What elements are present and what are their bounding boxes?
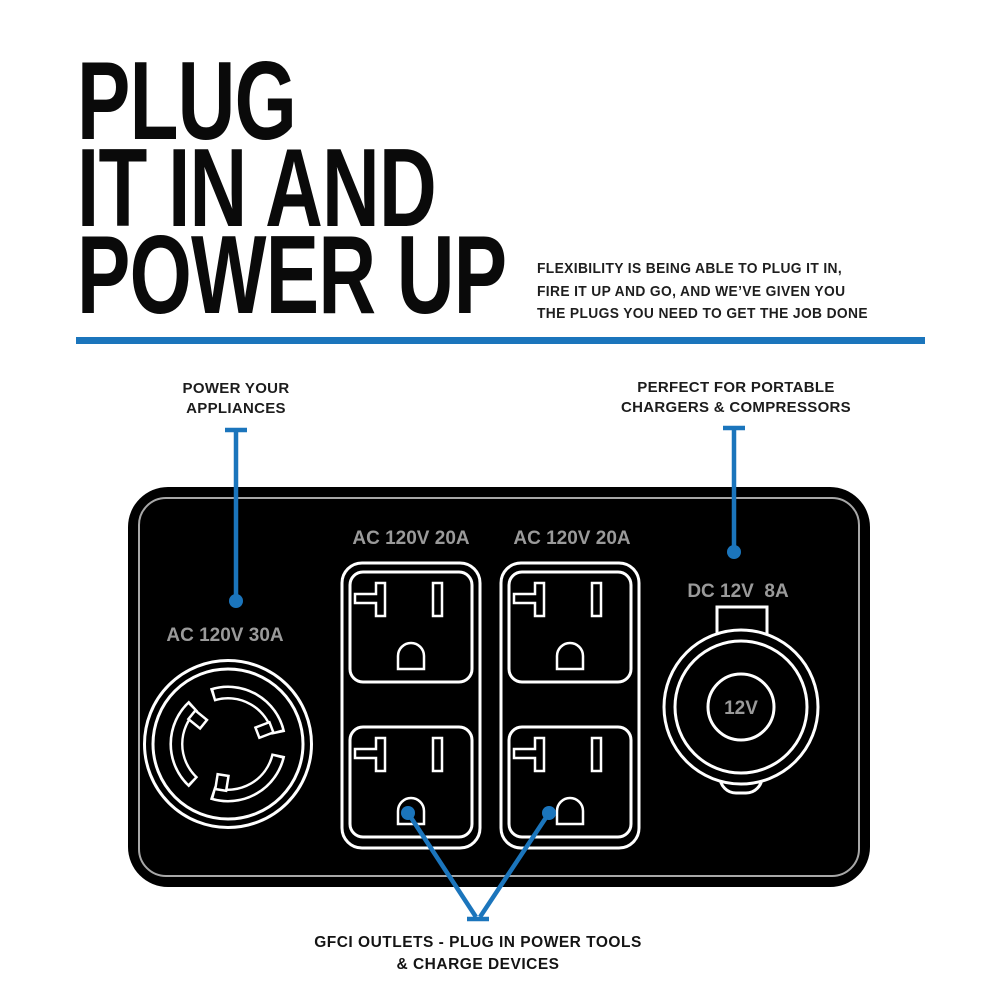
panel-artwork: 12V <box>143 561 820 850</box>
gfci-socket-right-top <box>507 570 633 684</box>
title-line-2: IT IN AND <box>77 126 437 250</box>
gfci-line-1: GFCI OUTLETS - PLUG IN POWER TOOLS <box>314 934 642 951</box>
gfci-duplex-right-icon <box>499 561 641 850</box>
intro-paragraph: FLEXIBILITY IS BEING ABLE TO PLUG IT IN,… <box>537 258 868 326</box>
dc-12v-socket-icon: 12V <box>662 605 820 795</box>
twist-lock-outlet-icon <box>143 659 313 829</box>
label-ac-120v-30a: AC 120V 30A <box>166 625 284 646</box>
callout-label-gfci: GFCI OUTLETS - PLUG IN POWER TOOLS & CHA… <box>228 932 728 976</box>
gfci-socket-left-bottom <box>348 725 474 839</box>
label-dc-12v-8a: DC 12V 8A <box>687 581 789 602</box>
title-line-1: PLUG <box>77 39 297 163</box>
label-ac-120v-20a-right: AC 120V 20A <box>513 528 631 549</box>
intro-line-1: FLEXIBILITY IS BEING ABLE TO PLUG IT IN, <box>537 260 843 277</box>
chargers-line-1: PERFECT FOR PORTABLE <box>637 379 835 396</box>
appliances-line-1: POWER YOUR <box>182 380 290 397</box>
dc-socket-center-label: 12V <box>724 698 758 719</box>
outlet-panel: 12V AC 120V 30A AC 120V 20A AC 120V 20A … <box>128 487 870 887</box>
gfci-line-2: & CHARGE DEVICES <box>396 956 560 973</box>
callout-label-appliances: POWER YOUR APPLIANCES <box>116 379 356 418</box>
gfci-duplex-left-icon <box>340 561 482 850</box>
blue-divider-rule <box>76 337 925 344</box>
intro-line-2: FIRE IT UP AND GO, AND WE’VE GIVEN YOU <box>537 282 846 300</box>
chargers-line-2: CHARGERS & COMPRESSORS <box>621 398 851 416</box>
gfci-socket-left-top <box>348 570 474 684</box>
intro-line-3: THE PLUGS YOU NEED TO GET THE JOB DONE <box>537 305 868 322</box>
callout-label-chargers: PERFECT FOR PORTABLE CHARGERS & COMPRESS… <box>596 378 876 417</box>
gfci-socket-right-bottom <box>507 725 633 839</box>
appliances-line-2: APPLIANCES <box>186 399 286 417</box>
title-line-3: POWER UP <box>77 213 507 337</box>
label-ac-120v-20a-left: AC 120V 20A <box>352 528 470 549</box>
